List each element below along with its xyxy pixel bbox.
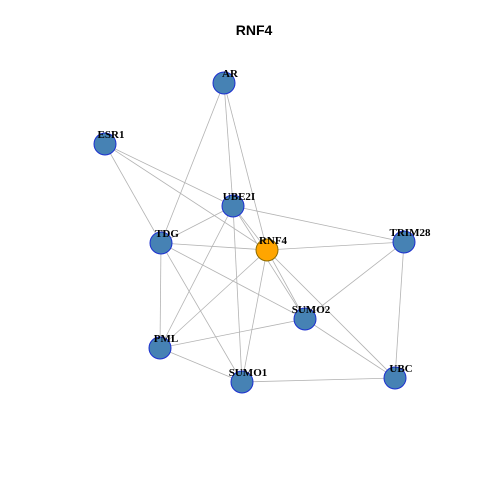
node-label-trim28: TRIM28 bbox=[390, 227, 431, 239]
edge-rnf4-trim28 bbox=[266, 241, 405, 251]
node-trim28[interactable] bbox=[392, 230, 416, 254]
edge-rnf4-ubc bbox=[266, 249, 396, 379]
edge-tdg-pml bbox=[159, 242, 162, 349]
edge-sumo1-ubc bbox=[241, 377, 396, 383]
node-label-ubc: UBC bbox=[389, 363, 412, 375]
edge-sumo2-ubc bbox=[304, 318, 396, 379]
node-esr1[interactable] bbox=[93, 132, 117, 156]
edge-rnf4-pml bbox=[159, 249, 268, 349]
edge-ar-tdg bbox=[160, 82, 225, 244]
node-label-esr1: ESR1 bbox=[98, 129, 125, 141]
diagram-title: RNF4 bbox=[236, 22, 273, 38]
edge-esr1-tdg bbox=[104, 143, 162, 244]
node-label-tdg: TDG bbox=[155, 228, 179, 240]
node-ube2i[interactable] bbox=[221, 194, 245, 218]
edge-tdg-rnf4 bbox=[160, 242, 268, 251]
edge-tdg-sumo1 bbox=[160, 242, 243, 383]
edge-esr1-ube2i bbox=[104, 143, 234, 207]
edge-ube2i-sumo2 bbox=[232, 205, 306, 320]
edge-rnf4-sumo2 bbox=[266, 249, 306, 320]
edge-layer bbox=[104, 82, 405, 383]
node-layer bbox=[93, 71, 416, 394]
node-label-pml: PML bbox=[154, 333, 178, 345]
node-sumo2[interactable] bbox=[293, 307, 317, 331]
node-label-sumo2: SUMO2 bbox=[292, 304, 331, 316]
edge-ube2i-tdg bbox=[160, 205, 234, 244]
node-tdg[interactable] bbox=[149, 231, 173, 255]
node-sumo1[interactable] bbox=[230, 370, 254, 394]
node-label-rnf4: RNF4 bbox=[259, 235, 288, 247]
edge-ar-rnf4 bbox=[223, 82, 268, 251]
edge-trim28-ubc bbox=[394, 241, 405, 379]
node-label-ar: AR bbox=[222, 68, 239, 80]
node-ubc[interactable] bbox=[383, 366, 407, 390]
edge-ube2i-pml bbox=[159, 205, 234, 349]
node-pml[interactable] bbox=[148, 336, 172, 360]
edge-ube2i-trim28 bbox=[232, 205, 405, 243]
node-ar[interactable] bbox=[212, 71, 236, 95]
node-label-sumo1: SUMO1 bbox=[229, 367, 268, 379]
node-label-ube2i: UBE2I bbox=[223, 191, 255, 203]
edge-esr1-rnf4 bbox=[104, 143, 268, 251]
edge-ube2i-sumo1 bbox=[232, 205, 243, 383]
edge-trim28-sumo2 bbox=[304, 241, 405, 320]
edge-pml-sumo1 bbox=[159, 347, 243, 383]
edge-sumo2-pml bbox=[159, 318, 306, 349]
node-rnf4[interactable] bbox=[255, 238, 279, 262]
edge-ar-ube2i bbox=[223, 82, 234, 207]
edge-rnf4-sumo1 bbox=[241, 249, 268, 383]
